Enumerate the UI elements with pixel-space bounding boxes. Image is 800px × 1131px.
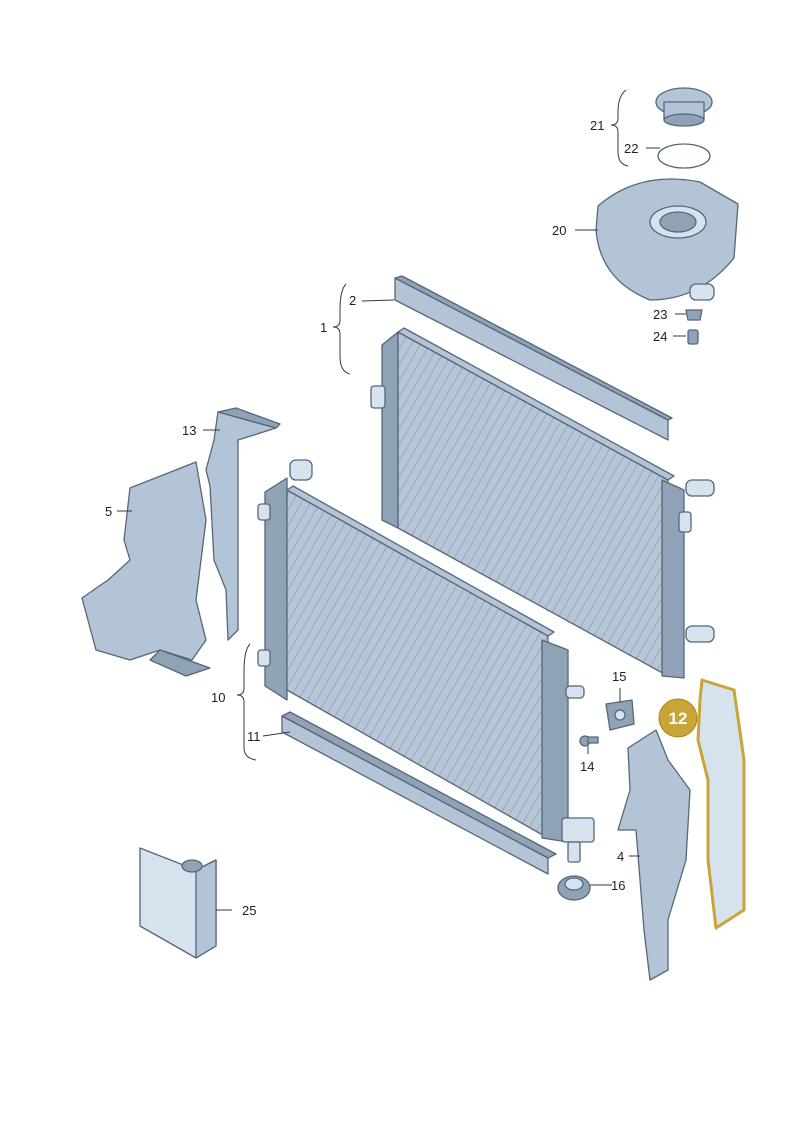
callout-16: 16	[611, 878, 625, 893]
valve-23	[685, 309, 703, 321]
sensor-24	[687, 329, 699, 345]
main-radiator	[370, 327, 715, 679]
callout-11: 11	[247, 729, 261, 744]
right-air-guide-4	[617, 729, 691, 981]
callout-5: 5	[105, 504, 112, 519]
plug-16	[557, 875, 591, 901]
left-air-guide-5	[81, 461, 211, 677]
cap-21	[655, 87, 713, 127]
callout-24: 24	[653, 329, 667, 344]
bracket-15	[605, 699, 635, 731]
callout-12-badge[interactable]: 12	[658, 698, 698, 738]
top-seal-strip	[394, 275, 673, 441]
callout-2: 2	[349, 293, 356, 308]
callout-20: 20	[552, 223, 566, 238]
callout-22: 22	[624, 141, 638, 156]
callout-23: 23	[653, 307, 667, 322]
callout-21: 21	[590, 118, 604, 133]
side-air-duct-13	[205, 407, 281, 641]
callout-15: 15	[612, 669, 626, 684]
leader-lines	[117, 89, 686, 911]
expansion-tank-20	[595, 178, 739, 301]
callout-4: 4	[617, 849, 624, 864]
callout-12: 12	[669, 709, 688, 728]
seal-ring-22	[657, 143, 711, 169]
callout-10: 10	[211, 690, 225, 705]
screw-14	[579, 735, 599, 747]
callout-13: 13	[182, 423, 196, 438]
condenser	[257, 459, 595, 863]
callout-1: 1	[320, 320, 327, 335]
callout-25: 25	[242, 903, 256, 918]
highlighted-seal-12	[696, 678, 746, 930]
bottom-seal-strip	[281, 711, 557, 875]
coolant-canister-25	[139, 847, 217, 959]
callout-14: 14	[580, 759, 594, 774]
